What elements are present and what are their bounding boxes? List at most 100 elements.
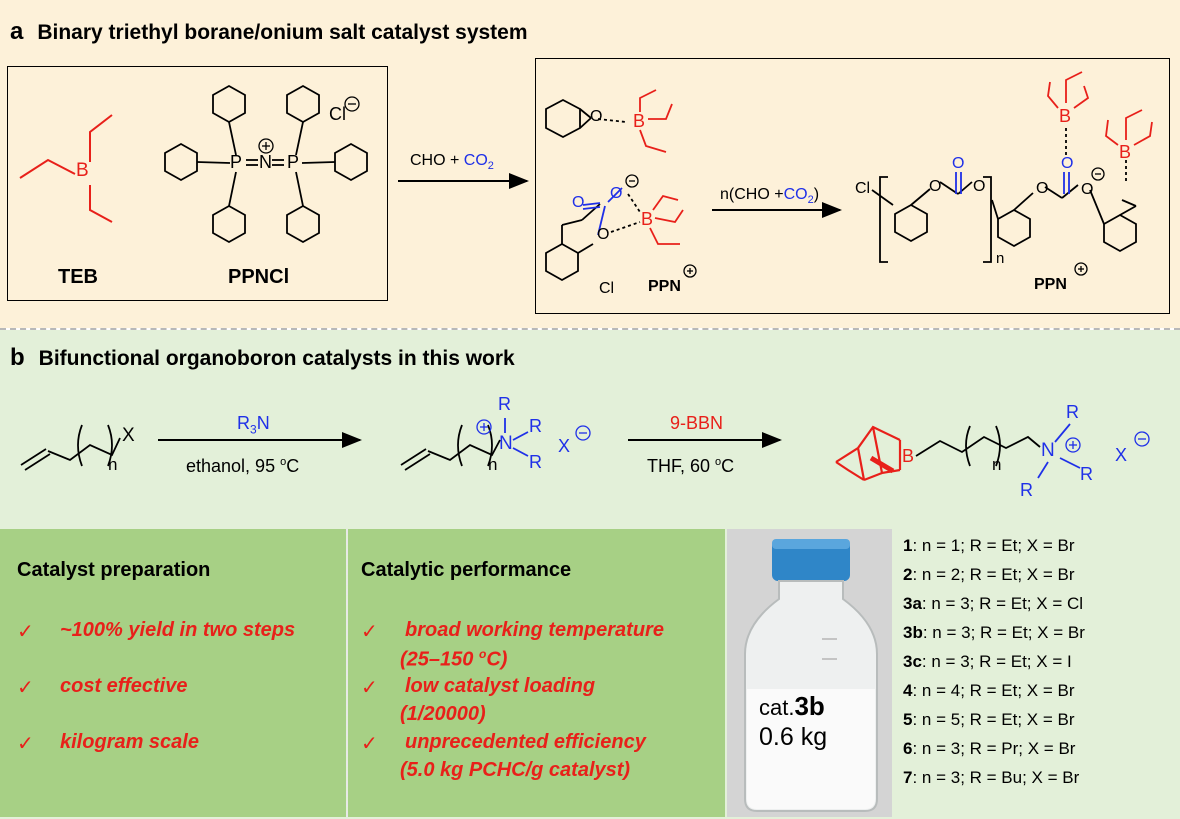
catalyst-desc: : n = 3; R = Et; X = Cl <box>921 594 1084 613</box>
panel-a-title: Binary triethyl borane/onium salt cataly… <box>37 21 528 44</box>
epoxide-oxygen: O <box>590 108 603 125</box>
teb-label: TEB <box>58 266 98 288</box>
catalyst-id: 6 <box>903 739 913 758</box>
arrow1-cho: CHO + <box>410 152 464 169</box>
mid-nitrogen: N <box>499 433 513 454</box>
catalyst-components-box <box>7 66 388 301</box>
polymer-carbonyl-oxygen-1: O <box>952 155 965 172</box>
catalyst-desc: : n = 3; R = Bu; X = Br <box>912 768 1080 787</box>
catalyst-preparation-title: Catalyst preparation <box>17 559 211 581</box>
organoboron-catalyst-structure <box>835 423 1150 482</box>
catalyst-id: 1 <box>903 536 913 555</box>
catalyst-desc: : n = 4; R = Et; X = Br <box>912 681 1075 700</box>
teb-boron-atom: B <box>76 160 89 181</box>
performance-item-1b: (25–150 oC) <box>400 647 507 672</box>
catalyst-list-item: 3b: n = 3; R = Et; X = Br <box>903 623 1085 643</box>
photo-cat-label: cat.3b <box>759 691 825 722</box>
product-r-2: R <box>1020 480 1033 500</box>
complex1-boron: B <box>633 111 646 131</box>
catalyst-desc: : n = 3; R = Et; X = I <box>921 652 1072 671</box>
check-icon: ✓ <box>361 621 378 643</box>
panel-a-heading: a Binary triethyl borane/onium salt catal… <box>10 18 528 46</box>
arrow2-co2-sub: 2 <box>807 194 814 207</box>
check-icon: ✓ <box>17 621 34 643</box>
arrow2-condition: n(CHO +CO2) <box>720 186 819 206</box>
arrow2-co2: CO <box>783 186 808 203</box>
polymer-repeat-n: n <box>996 250 1005 267</box>
photo-mass-label: 0.6 kg <box>759 723 828 751</box>
epoxide-teb-complex <box>545 89 673 153</box>
mid-r-3: R <box>529 452 542 472</box>
product-r-1: R <box>1066 402 1079 422</box>
catalyst-id: 3a <box>903 594 922 613</box>
mid-r-2: R <box>529 416 542 436</box>
polymer-ppn-label: PPN <box>1034 276 1067 293</box>
reagent1: R3N <box>237 413 270 437</box>
alkyl-halide-structure <box>20 424 121 471</box>
polymer-oxygen-1: O <box>929 178 942 195</box>
start-n-label: n <box>108 455 118 474</box>
ppncl-p-atom-2: P <box>287 152 300 172</box>
arrow1-co2-sub: 2 <box>487 160 494 173</box>
performance-item-2a: low catalyst loading <box>405 675 596 697</box>
prep-item-1: ~100% yield in two steps <box>60 619 296 641</box>
reagent1-n: N <box>256 413 270 433</box>
bottle-icon <box>727 529 892 817</box>
reagent2: 9-BBN <box>670 413 724 433</box>
panel-separator <box>346 529 348 817</box>
catalyst-list-item: 7: n = 3; R = Bu; X = Br <box>903 768 1079 788</box>
catalyst-bottle-photo: cat.3b 0.6 kg <box>727 529 892 817</box>
arrow2-post: ) <box>813 186 820 203</box>
reagent1-r: R <box>237 413 250 433</box>
catalyst-id: 5 <box>903 710 913 729</box>
mid-r-1: R <box>498 394 511 414</box>
performance-item-1b-post: C) <box>486 648 508 671</box>
panel-b-title: Bifunctional organoboron catalysts in th… <box>38 347 515 370</box>
condition1-text: ethanol, 95 <box>186 456 281 476</box>
catalyst-id: 2 <box>903 565 913 584</box>
product-nitrogen: N <box>1041 440 1055 461</box>
polymer-boron-1: B <box>1059 106 1072 126</box>
photo-cat-id: 3b <box>794 691 825 721</box>
condition2-deg: o <box>715 456 722 468</box>
condition2-text: THF, 60 <box>647 456 716 476</box>
catalyst-list-item: 2: n = 2; R = Et; X = Br <box>903 565 1075 585</box>
catalytic-performance-title: Catalytic performance <box>361 559 572 581</box>
polymer-chlorine: Cl <box>855 180 871 197</box>
panel-b-letter: b <box>10 344 25 371</box>
catalyst-desc: : n = 2; R = Et; X = Br <box>912 565 1075 584</box>
mid-x-label: X <box>558 436 571 456</box>
ammonium-salt-structure <box>400 418 591 471</box>
catalyst-desc: : n = 1; R = Et; X = Br <box>912 536 1075 555</box>
chloride-counterion: Cl <box>329 104 346 124</box>
panel-divider <box>0 328 1180 330</box>
polymer-carbonyl-oxygen-2: O <box>1061 155 1074 172</box>
catalyst-id: 3b <box>903 623 923 642</box>
polymer-structure <box>871 71 1153 276</box>
check-icon: ✓ <box>361 733 378 755</box>
product-r-3: R <box>1080 464 1093 484</box>
catalyst-id: 7 <box>903 768 913 787</box>
carbonate-oxygen-3: O <box>597 226 610 243</box>
condition1-c: C <box>286 456 300 476</box>
ppncl-n-atom: N <box>259 152 272 172</box>
prep-item-2: cost effective <box>60 675 188 697</box>
panel-a-letter: a <box>10 18 24 45</box>
performance-item-3a: unprecedented efficiency <box>405 731 646 753</box>
product-boron: B <box>902 446 915 466</box>
polymer-boron-2: B <box>1119 142 1132 162</box>
catalyst-list-item: 1: n = 1; R = Et; X = Br <box>903 536 1075 556</box>
carbonate-oxygen-2: O <box>610 185 623 202</box>
check-icon: ✓ <box>17 733 34 755</box>
panel-b-heading: b Bifunctional organoboron catalysts in t… <box>10 344 515 372</box>
performance-item-1a: broad working temperature <box>405 619 664 641</box>
reagent1-sub: 3 <box>250 422 257 437</box>
mechanism-box <box>535 58 1170 314</box>
catalyst-id: 3c <box>903 652 922 671</box>
complex2-chlorine: Cl <box>599 280 615 297</box>
complex2-boron: B <box>641 209 654 229</box>
carbonate-teb-complex <box>545 174 697 282</box>
check-icon: ✓ <box>17 677 34 699</box>
catalyst-list-item: 4: n = 4; R = Et; X = Br <box>903 681 1075 701</box>
